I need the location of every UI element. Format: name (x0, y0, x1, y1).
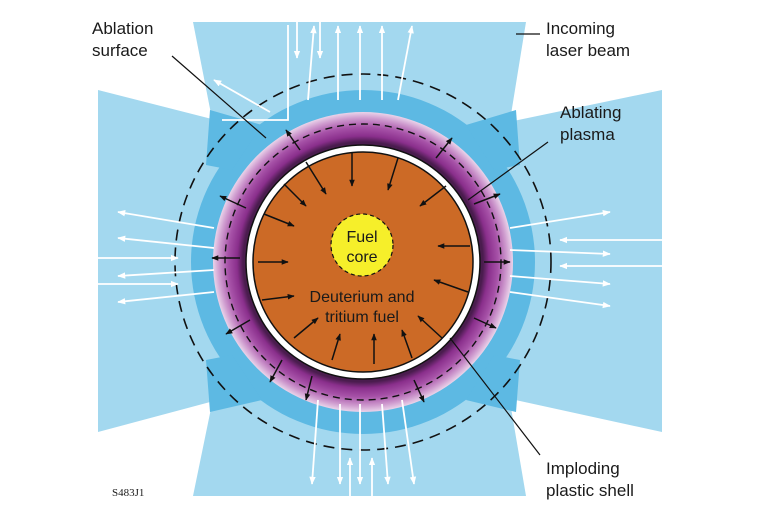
label-ablating-plasma-1: Ablating (560, 103, 621, 122)
label-ablation-surface-2: surface (92, 41, 148, 60)
ablation-arrows (211, 129, 511, 403)
beam-right (470, 90, 662, 432)
laser-rays-top (213, 22, 414, 121)
laser-rays-bottom (309, 399, 417, 496)
beam-corner-bl (206, 355, 262, 412)
beam-corner-tr (466, 110, 520, 170)
outer-dashed-circle (174, 73, 552, 451)
label-fuel-core-2: core (346, 249, 377, 266)
label-incoming-laser-2: laser beam (546, 41, 630, 60)
fuel-core (330, 213, 394, 277)
leader-ablation-surface (171, 55, 267, 139)
leader-imploding-shell (449, 337, 541, 456)
laser-beams (98, 22, 662, 496)
figure-code: S483J1 (112, 487, 144, 499)
leader-ablating-plasma (467, 141, 549, 201)
beam-corner-tl (206, 110, 262, 170)
label-ablating-plasma-2: plasma (560, 125, 615, 144)
laser-rays-left (98, 210, 215, 305)
leader-lines (171, 33, 549, 456)
beam-corner-br (466, 355, 520, 412)
label-imploding-shell-2: plastic shell (546, 481, 634, 500)
laser-rays-right (509, 209, 662, 309)
label-incoming-laser-1: Incoming (546, 19, 615, 38)
label-fuel-2: tritium fuel (325, 309, 399, 326)
label-imploding-shell-1: Imploding (546, 459, 620, 478)
label-fuel-core-1: Fuel (346, 229, 377, 246)
label-ablation-surface-1: Ablation (92, 19, 153, 38)
implosion-arrows (258, 152, 470, 364)
label-fuel-1: Deuterium and (310, 289, 415, 306)
